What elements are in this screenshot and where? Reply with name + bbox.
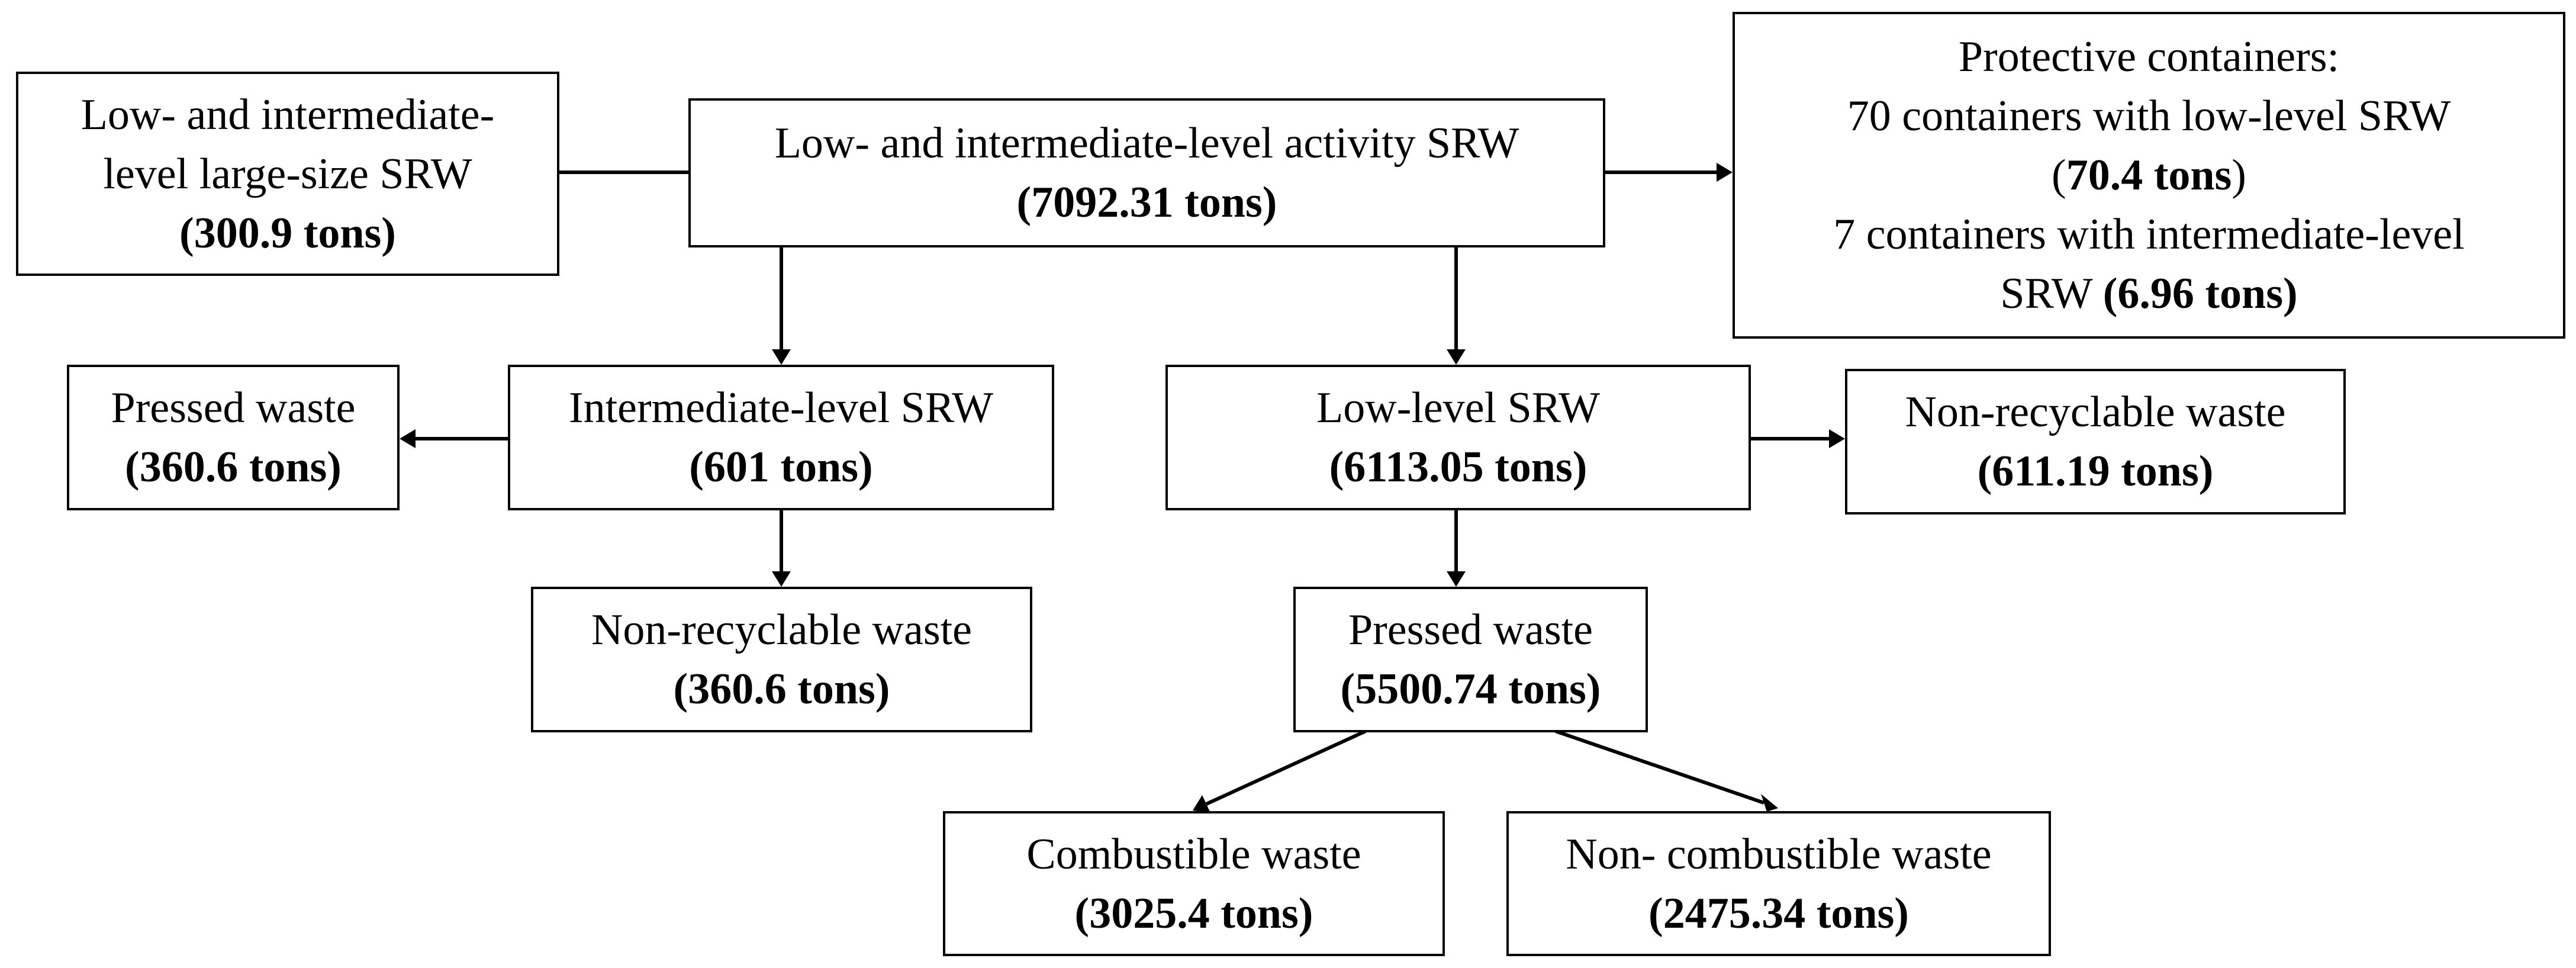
noncombustible-title: Non- combustible waste (1566, 829, 1992, 879)
protective-line5: SRW (6.96 tons) (2000, 264, 2297, 323)
low-amount: (6113.05 tons) (1329, 443, 1588, 491)
protective-line2: 70 containers with low-level SRW (1847, 92, 2451, 140)
arrow-pressed-to-noncombustible (1555, 729, 1764, 805)
protective-line1: Protective containers: (1958, 33, 2340, 81)
low-pressed-title: Pressed waste (1348, 606, 1593, 654)
intermediate-nonrecyclable-amount: (360.6 tons) (673, 665, 890, 713)
protective-paren-open: ( (2052, 151, 2066, 200)
low-pressed-amount: (5500.74 tons) (1340, 665, 1601, 713)
low-nonrecyclable-amount: (611.19 tons) (1977, 447, 2214, 496)
arrowhead-pressed-to-noncombustible (1761, 794, 1778, 812)
protective-line3: (70.4 tons) (2052, 146, 2246, 205)
intermediate-title: Intermediate-level SRW (568, 384, 994, 432)
arrowhead-low-to-pressed (1447, 571, 1466, 587)
large-size-title-line1: Low- and intermediate- (80, 90, 495, 139)
noncombustible-amount: (2475.34 tons) (1648, 889, 1909, 938)
noncombustible-node: Non- combustible waste (2475.34 tons) (1506, 811, 2051, 956)
arrowhead-intermediate-to-nonrecyclable (772, 571, 791, 587)
intermediate-level-node: Intermediate-level SRW (601 tons) (508, 365, 1054, 510)
arrowhead-pressed-to-combustible (1193, 795, 1210, 813)
intermediate-nonrecyclable-node: Non-recyclable waste (360.6 tons) (531, 587, 1032, 732)
arrowhead-root-to-low (1447, 349, 1466, 365)
intermediate-pressed-amount: (360.6 tons) (125, 443, 342, 491)
protective-paren-close: ) (2232, 151, 2246, 200)
arrow-pressed-to-combustible (1205, 729, 1367, 806)
low-nonrecyclable-title: Non-recyclable waste (1905, 388, 2286, 436)
low-title: Low-level SRW (1316, 384, 1600, 432)
intermediate-pressed-node: Pressed waste (360.6 tons) (67, 365, 400, 510)
large-size-amount: (300.9 tons) (179, 208, 396, 258)
large-size-title-line2: level large-size SRW (103, 149, 472, 198)
low-pressed-node: Pressed waste (5500.74 tons) (1293, 587, 1648, 732)
root-amount: (7092.31 tons) (1016, 178, 1277, 227)
protective-line5-text: SRW (2000, 269, 2092, 318)
root-node: Low- and intermediate-level activity SRW… (688, 98, 1605, 247)
protective-line3-amount: 70.4 tons (2066, 151, 2232, 200)
arrowhead-root-to-protective (1717, 163, 1733, 182)
combustible-amount: (3025.4 tons) (1074, 889, 1313, 938)
arrowhead-root-to-intermediate (772, 349, 791, 365)
large-size-node: Low- and intermediate- level large-size … (16, 72, 559, 276)
arrowhead-intermediate-to-pressed (400, 429, 416, 448)
combustible-title: Combustible waste (1026, 829, 1361, 879)
combustible-node: Combustible waste (3025.4 tons) (943, 811, 1445, 956)
root-title: Low- and intermediate-level activity SRW (774, 119, 1519, 168)
arrowhead-low-to-nonrecyclable (1829, 429, 1845, 448)
protective-containers-node: Protective containers: 70 containers wit… (1733, 12, 2565, 339)
protective-line5-amount: (6.96 tons) (2102, 269, 2298, 318)
low-level-node: Low-level SRW (6113.05 tons) (1165, 365, 1751, 510)
intermediate-pressed-title: Pressed waste (111, 384, 356, 432)
intermediate-nonrecyclable-title: Non-recyclable waste (591, 606, 973, 654)
intermediate-amount: (601 tons) (689, 443, 873, 491)
protective-line4: 7 containers with intermediate-level (1833, 210, 2465, 259)
low-nonrecyclable-node: Non-recyclable waste (611.19 tons) (1845, 369, 2346, 514)
